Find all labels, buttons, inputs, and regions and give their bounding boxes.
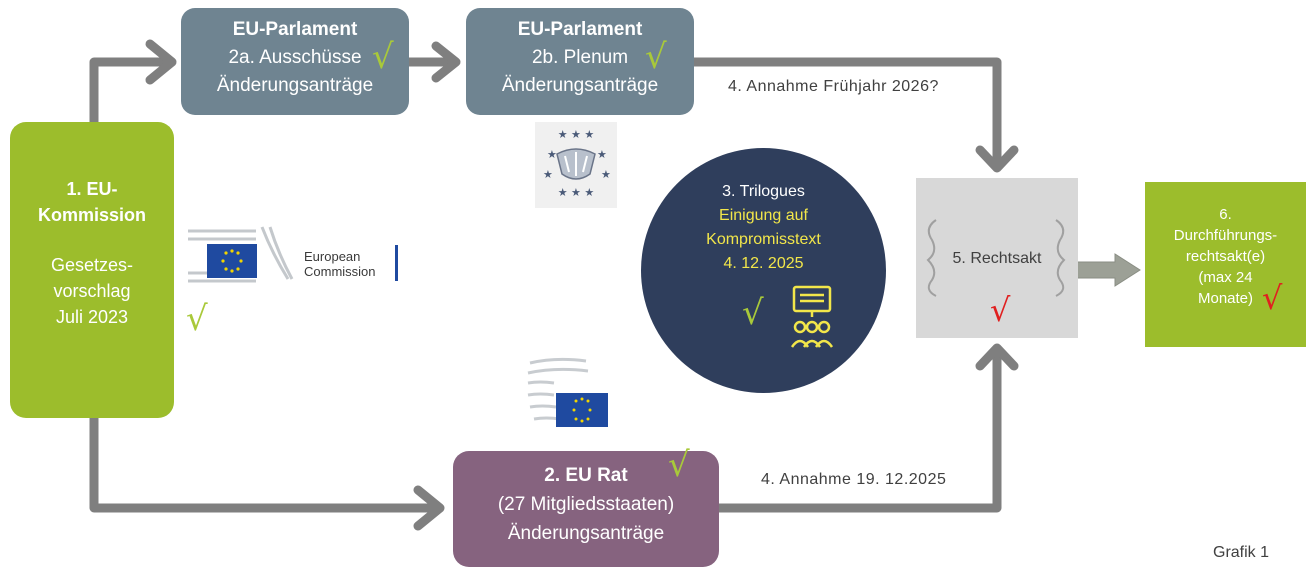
implementing-line4: (max 24 (1198, 269, 1253, 286)
implementing-line3: rechtsakt(e) (1185, 248, 1266, 265)
svg-text:★: ★ (601, 168, 611, 181)
svg-text:★ ★ ★: ★ ★ ★ (558, 186, 595, 199)
council-logo (526, 355, 610, 429)
european-parliament-logo: ★ ★ ★ ★ ★ ★ ★ ★ ★ ★ (535, 122, 617, 208)
ec-eu-flag-icon (207, 244, 257, 278)
implementing-pending-check-icon: √ (1262, 279, 1283, 317)
council-title: 2. EU Rat (544, 465, 628, 486)
eu-council-box: 2. EU Rat (27 Mitgliedsstaaten) Änderung… (453, 451, 719, 567)
ep-plenary-title: EU-Parlament (517, 19, 643, 40)
arrowhead-council (413, 485, 445, 531)
arrow-commission-to-council (89, 418, 440, 513)
implementing-line5: Monate) (1197, 290, 1254, 307)
implementing-line2: Durchführungs- (1173, 227, 1278, 244)
commission-line4: vorschlag (53, 281, 131, 301)
commission-line3: Gesetzes- (50, 255, 134, 275)
legal-act-label: 5. Rechtsakt (952, 250, 1042, 267)
ep-plenary-amendments: Änderungsanträge (501, 75, 659, 96)
ec-logo-line2: Commission (304, 264, 376, 279)
committees-check-icon: √ (372, 37, 394, 77)
arrowhead-plenary (431, 41, 461, 83)
implementing-acts-box: 6. Durchführungs- rechtsakt(e) (max 24 M… (1145, 182, 1306, 347)
ep-committees-stage: 2a. Ausschüsse (228, 47, 362, 68)
legal-act-pending-check-icon: √ (990, 291, 1011, 329)
trilogues-circle: 3. Trilogues Einigung auf Kompromisstext… (641, 148, 886, 393)
commission-line5: Juli 2023 (55, 307, 129, 327)
right-bracket-icon (1055, 219, 1066, 297)
ec-building-graphic (188, 226, 294, 283)
council-amendments: Änderungsanträge (507, 523, 665, 544)
ep-logo-graphic: ★ ★ ★ ★ ★ ★ ★ ★ ★ ★ (543, 128, 611, 199)
legal-act-box: 5. Rechtsakt √ (916, 178, 1078, 338)
ec-logo-text: European Commission (304, 249, 376, 279)
left-bracket-icon (926, 219, 937, 297)
ec-logo-line1: European (304, 249, 361, 264)
ep-plenary-box: EU-Parlament 2b. Plenum Änderungsanträge (466, 8, 694, 115)
ep-committees-amendments: Änderungsanträge (216, 75, 374, 96)
trilogues-date: 4. 12. 2025 (723, 255, 804, 272)
arrow-legal-act-to-implementing (1075, 253, 1141, 287)
svg-text:★: ★ (543, 168, 553, 181)
parliament-adoption-label: 4. Annahme Frühjahr 2026? (728, 78, 939, 95)
arrowhead-legal-act-bottom (975, 343, 1019, 371)
ep-committees-title: EU-Parlament (232, 19, 358, 40)
trilogues-agreement: Einigung auf (719, 207, 808, 224)
svg-text:★: ★ (547, 148, 557, 161)
arrowhead-legal-act-top (975, 145, 1019, 173)
eu-commission-box: 1. EU- Kommission Gesetzes- vorschlag Ju… (10, 122, 174, 418)
council-check-icon: √ (668, 445, 690, 485)
ep-plenary-stage: 2b. Plenum (531, 47, 629, 68)
meeting-presentation-icon (790, 285, 834, 348)
trilogues-check-icon: √ (742, 293, 764, 333)
commission-line2: Kommission (37, 205, 147, 225)
trilogues-title: 3. Trilogues (722, 183, 805, 200)
figure-caption: Grafik 1 (1213, 544, 1270, 561)
european-commission-logo: European Commission (186, 225, 401, 283)
implementing-line1: 6. (1219, 206, 1232, 223)
commission-line1: 1. EU- (66, 179, 118, 199)
trilogues-compromise: Kompromisstext (706, 231, 821, 248)
plenary-check-icon: √ (645, 37, 667, 77)
arrow-council-to-legal-act (719, 352, 1002, 513)
arrowhead-committees (145, 39, 177, 85)
commission-check-icon: √ (186, 299, 208, 339)
svg-text:★: ★ (597, 148, 607, 161)
svg-text:★ ★ ★: ★ ★ ★ (558, 128, 595, 141)
council-adoption-label: 4. Annahme 19. 12.2025 (761, 471, 947, 488)
ec-logo-divider (395, 245, 398, 281)
arrow-plenary-to-legal-act (694, 57, 1002, 166)
arrow-commission-to-committees (89, 57, 172, 122)
council-members: (27 Mitgliedsstaaten) (497, 494, 675, 515)
ep-committees-box: EU-Parlament 2a. Ausschüsse Änderungsant… (181, 8, 409, 115)
